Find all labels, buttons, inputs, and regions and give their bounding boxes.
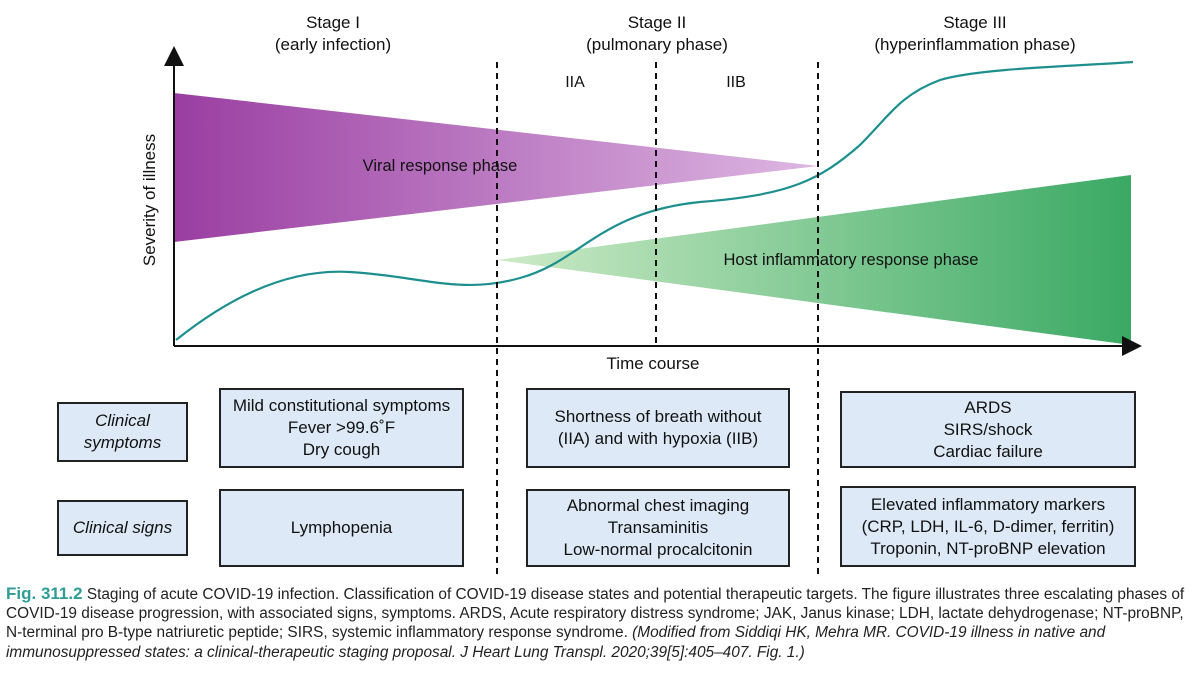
symptoms-stage1-line-1: Mild constitutional symptoms — [232, 396, 451, 415]
substage-iia-label: IIA — [565, 74, 585, 91]
x-axis-label: Time course — [607, 354, 700, 373]
caption-text: Staging of acute COVID-19 infection. Cla… — [6, 586, 1185, 642]
stage2-title: Stage II — [628, 13, 687, 32]
clinical-symptoms-label-line-1: Clinical — [95, 411, 150, 430]
stage3-subtitle: (hyperinflammation phase) — [874, 35, 1075, 54]
viral-response-triangle — [174, 93, 818, 242]
symptoms-stage2-line-2: (IIA) and with hypoxia (IIB) — [557, 429, 759, 448]
symptoms-stage3-line-3: Cardiac failure — [933, 441, 1043, 461]
symptoms-stage3-box: ARDS SIRS/shock Cardiac failure — [840, 391, 1136, 468]
figure-number: Fig. 311.2 — [6, 584, 83, 603]
symptoms-stage3-line-1: ARDS — [964, 397, 1012, 417]
symptoms-stage2-line-1: Shortness of breath without — [554, 407, 762, 426]
caption-source: (Modified from Siddiqi HK, Mehra MR. COV… — [6, 624, 1106, 661]
signs-stage3-box: Elevated inflammatory markers (CRP, LDH,… — [840, 486, 1136, 567]
signs-stage3-line-1: Elevated inflammatory markers — [870, 494, 1106, 514]
y-axis-label: Severity of illness — [140, 134, 159, 266]
severity-curve — [175, 60, 1134, 341]
clinical-signs-label-text: Clinical signs — [72, 518, 173, 537]
symptoms-stage2-box: Shortness of breath without (IIA) and wi… — [526, 388, 790, 468]
viral-phase-label: Viral response phase — [363, 157, 518, 175]
substage-iib-label: IIB — [726, 74, 746, 91]
signs-stage2-box: Abnormal chest imaging Transaminitis Low… — [526, 489, 790, 567]
stage1-subtitle: (early infection) — [275, 35, 391, 54]
signs-stage2-line-1: Abnormal chest imaging — [566, 496, 750, 515]
host-response-triangle — [497, 175, 1131, 345]
stage1-title: Stage I — [306, 13, 360, 32]
signs-stage3-line-3: Troponin, NT-proBNP elevation — [870, 538, 1106, 558]
host-phase-label: Host inflammatory response phase — [724, 251, 979, 269]
clinical-symptoms-label: Clinical symptoms — [57, 402, 188, 462]
signs-stage1-line-1: Lymphopenia — [290, 518, 393, 537]
clinical-symptoms-label-line-2: symptoms — [83, 433, 162, 452]
stage2-subtitle: (pulmonary phase) — [586, 35, 728, 54]
figure-caption: Fig. 311.2 Staging of acute COVID-19 inf… — [6, 584, 1194, 662]
signs-stage1-box: Lymphopenia — [219, 489, 464, 567]
staging-diagram: Stage I (early infection) Stage II (pulm… — [140, 13, 1142, 578]
symptoms-stage1-box: Mild constitutional symptoms Fever >99.6… — [219, 388, 464, 468]
symptoms-stage1-line-2: Fever >99.6˚F — [287, 418, 396, 437]
clinical-signs-label: Clinical signs — [57, 500, 188, 556]
symptoms-stage3-line-2: SIRS/shock — [943, 419, 1033, 439]
stage3-title: Stage III — [943, 13, 1006, 32]
signs-stage2-line-2: Transaminitis — [607, 518, 709, 537]
symptoms-stage1-line-3: Dry cough — [302, 440, 381, 459]
signs-stage3-line-2: (CRP, LDH, IL-6, D-dimer, ferritin) — [861, 516, 1115, 536]
signs-stage2-line-3: Low-normal procalcitonin — [563, 540, 753, 559]
